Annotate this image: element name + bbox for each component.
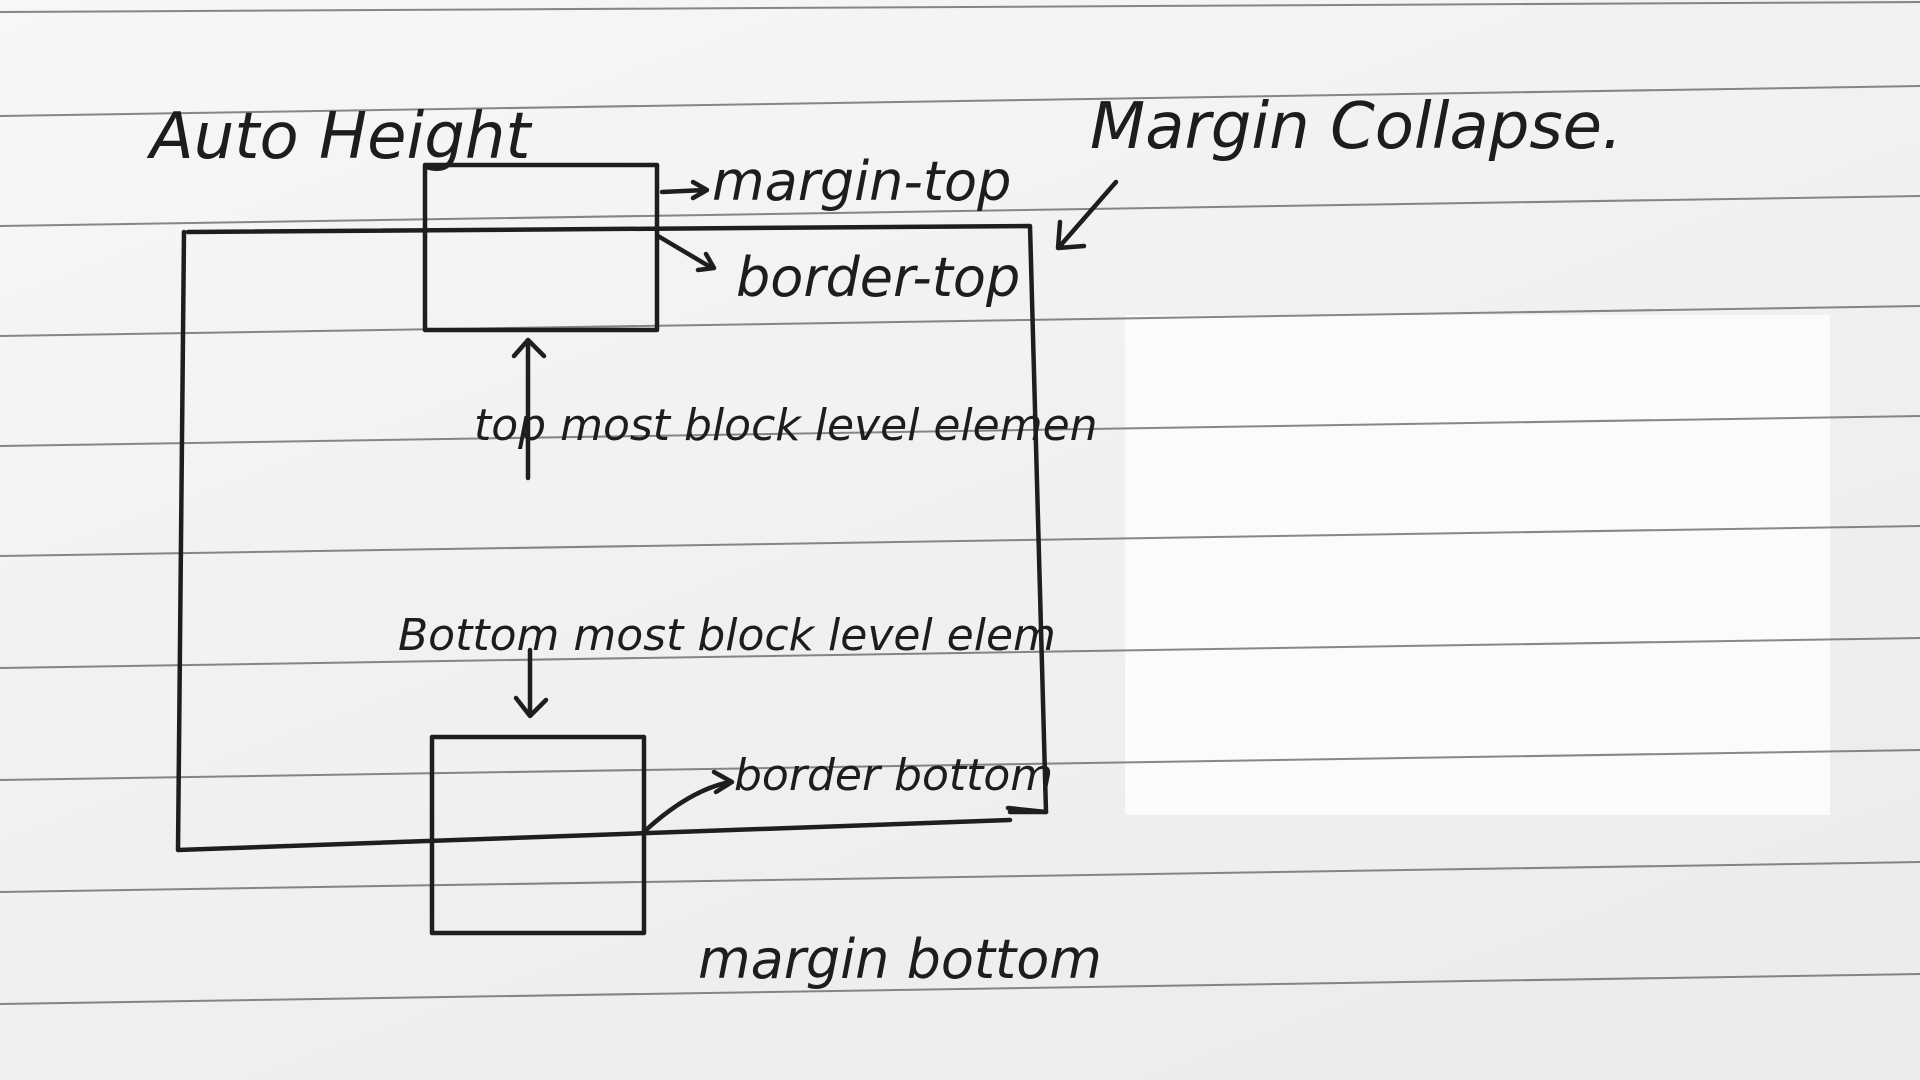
light-glare <box>1125 315 1830 815</box>
label-top-element: top most block level elemen <box>474 400 1098 451</box>
title-auto-height: Auto Height <box>146 100 533 174</box>
margin-collapse-arrow <box>1055 179 1119 251</box>
down-arrow-bottom <box>513 647 549 719</box>
label-border-top: border-top <box>736 246 1020 309</box>
bottom-child-box <box>429 734 647 936</box>
label-margin-top: margin-top <box>712 150 1011 213</box>
top-child-box <box>422 162 660 333</box>
corner-tick <box>1005 805 1049 815</box>
label-border-bottom: border bottom <box>734 750 1053 801</box>
title-margin-collapse: Margin Collapse. <box>1090 90 1622 164</box>
border-top-arrow <box>655 233 717 273</box>
label-bottom-element: Bottom most block level elem <box>398 610 1056 661</box>
ruled-lines <box>0 1 1920 1005</box>
border-bottom-arrow <box>643 769 735 833</box>
label-margin-bottom: margin bottom <box>698 928 1102 991</box>
up-arrow-top <box>511 337 547 481</box>
margin-top-arrow <box>659 179 710 201</box>
